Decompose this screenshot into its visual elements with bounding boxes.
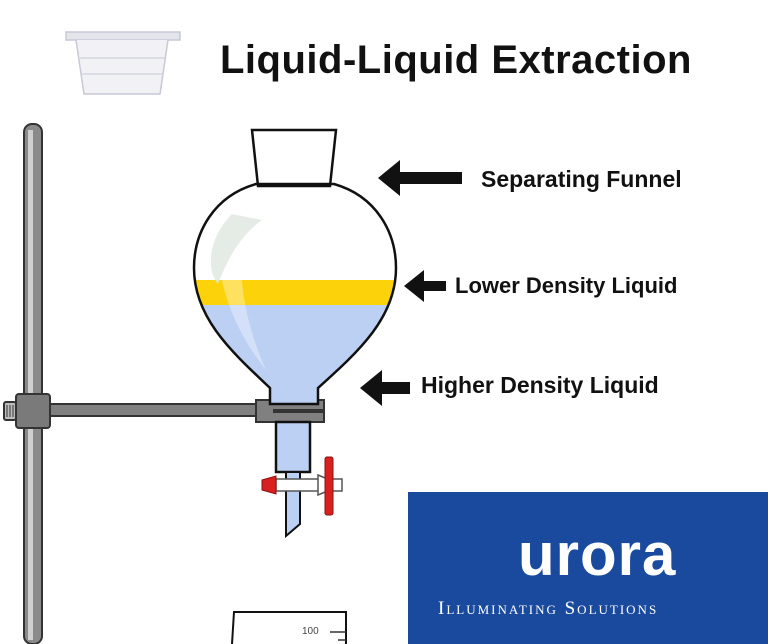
stopcock (261, 456, 343, 516)
beaker-graduation-label: 100 (302, 626, 319, 637)
clamp-arm (3, 393, 325, 429)
container-icon (65, 31, 181, 95)
label-separating-funnel: Separating Funnel (481, 166, 682, 192)
stand-rod (23, 123, 43, 644)
aurora-logo: urora Illuminating Solutions (408, 492, 768, 644)
separating-funnel (192, 128, 398, 539)
page-title: Liquid-Liquid Extraction (220, 38, 692, 82)
lower-density-layer (194, 280, 396, 305)
arrow-separating-funnel (378, 160, 462, 196)
logo-tagline: Illuminating Solutions (438, 598, 659, 619)
beaker (231, 611, 347, 644)
logo-wordmark: urora (518, 521, 677, 588)
arrow-lower-density (404, 270, 446, 302)
label-higher-density-liquid: Higher Density Liquid (421, 372, 659, 398)
label-lower-density-liquid: Lower Density Liquid (455, 273, 678, 298)
arrow-higher-density (360, 370, 410, 406)
